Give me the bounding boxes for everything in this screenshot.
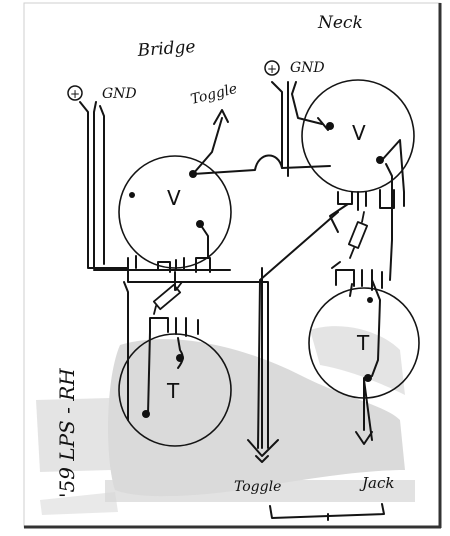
labels: Bridge Neck + GND + GND Toggle Toggle Ja… bbox=[55, 13, 394, 498]
neck-volume-pot: V bbox=[301, 79, 415, 211]
svg-text:+: + bbox=[267, 62, 277, 76]
bridge-tone-capacitor bbox=[152, 281, 183, 315]
wires bbox=[79, 81, 405, 521]
solder-points bbox=[129, 122, 384, 418]
label-bridge: Bridge bbox=[136, 37, 196, 61]
label-gnd-right: GND bbox=[290, 60, 325, 76]
background-shadow bbox=[36, 326, 415, 515]
bridge-tone-symbol: T bbox=[166, 379, 180, 403]
label-gnd-left: GND bbox=[102, 86, 137, 102]
bridge-volume-symbol: V bbox=[167, 186, 181, 210]
bridge-volume-pot: V bbox=[118, 155, 232, 273]
plus-left: + bbox=[67, 85, 83, 101]
neck-tone-capacitor bbox=[347, 211, 369, 259]
neck-tone-pot: T bbox=[308, 269, 420, 399]
svg-text:+: + bbox=[70, 87, 80, 101]
neck-tone-symbol: T bbox=[356, 331, 370, 355]
label-toggle-bottom: Toggle bbox=[234, 479, 281, 495]
plus-right: + bbox=[264, 60, 280, 76]
label-jack: Jack bbox=[359, 474, 394, 492]
label-side-title: '59 LPS - RH bbox=[55, 368, 79, 498]
bridge-tone-pot: T bbox=[118, 317, 232, 447]
label-neck: Neck bbox=[317, 13, 363, 33]
neck-volume-symbol: V bbox=[352, 121, 366, 145]
